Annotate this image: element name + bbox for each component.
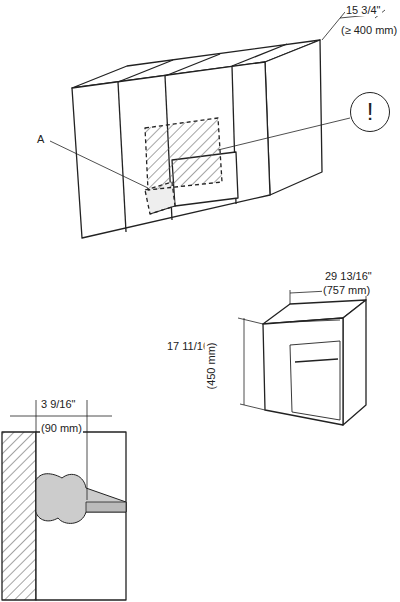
dim-metric: (757 mm) [322,284,371,296]
dim-metric: (≥ 400 mm) [340,24,398,36]
dim-imperial: 3 9/16" [40,398,77,410]
dim-imperial: 29 13/16" [324,270,373,282]
warning-mark: ! [367,99,374,125]
dim-metric: (90 mm) [40,422,83,434]
warning-circle: ! [350,92,390,132]
dim-imperial: 15 3/4" [345,4,382,16]
part-letter: A [36,133,45,145]
dim-metric: (450 mm) [205,341,217,390]
